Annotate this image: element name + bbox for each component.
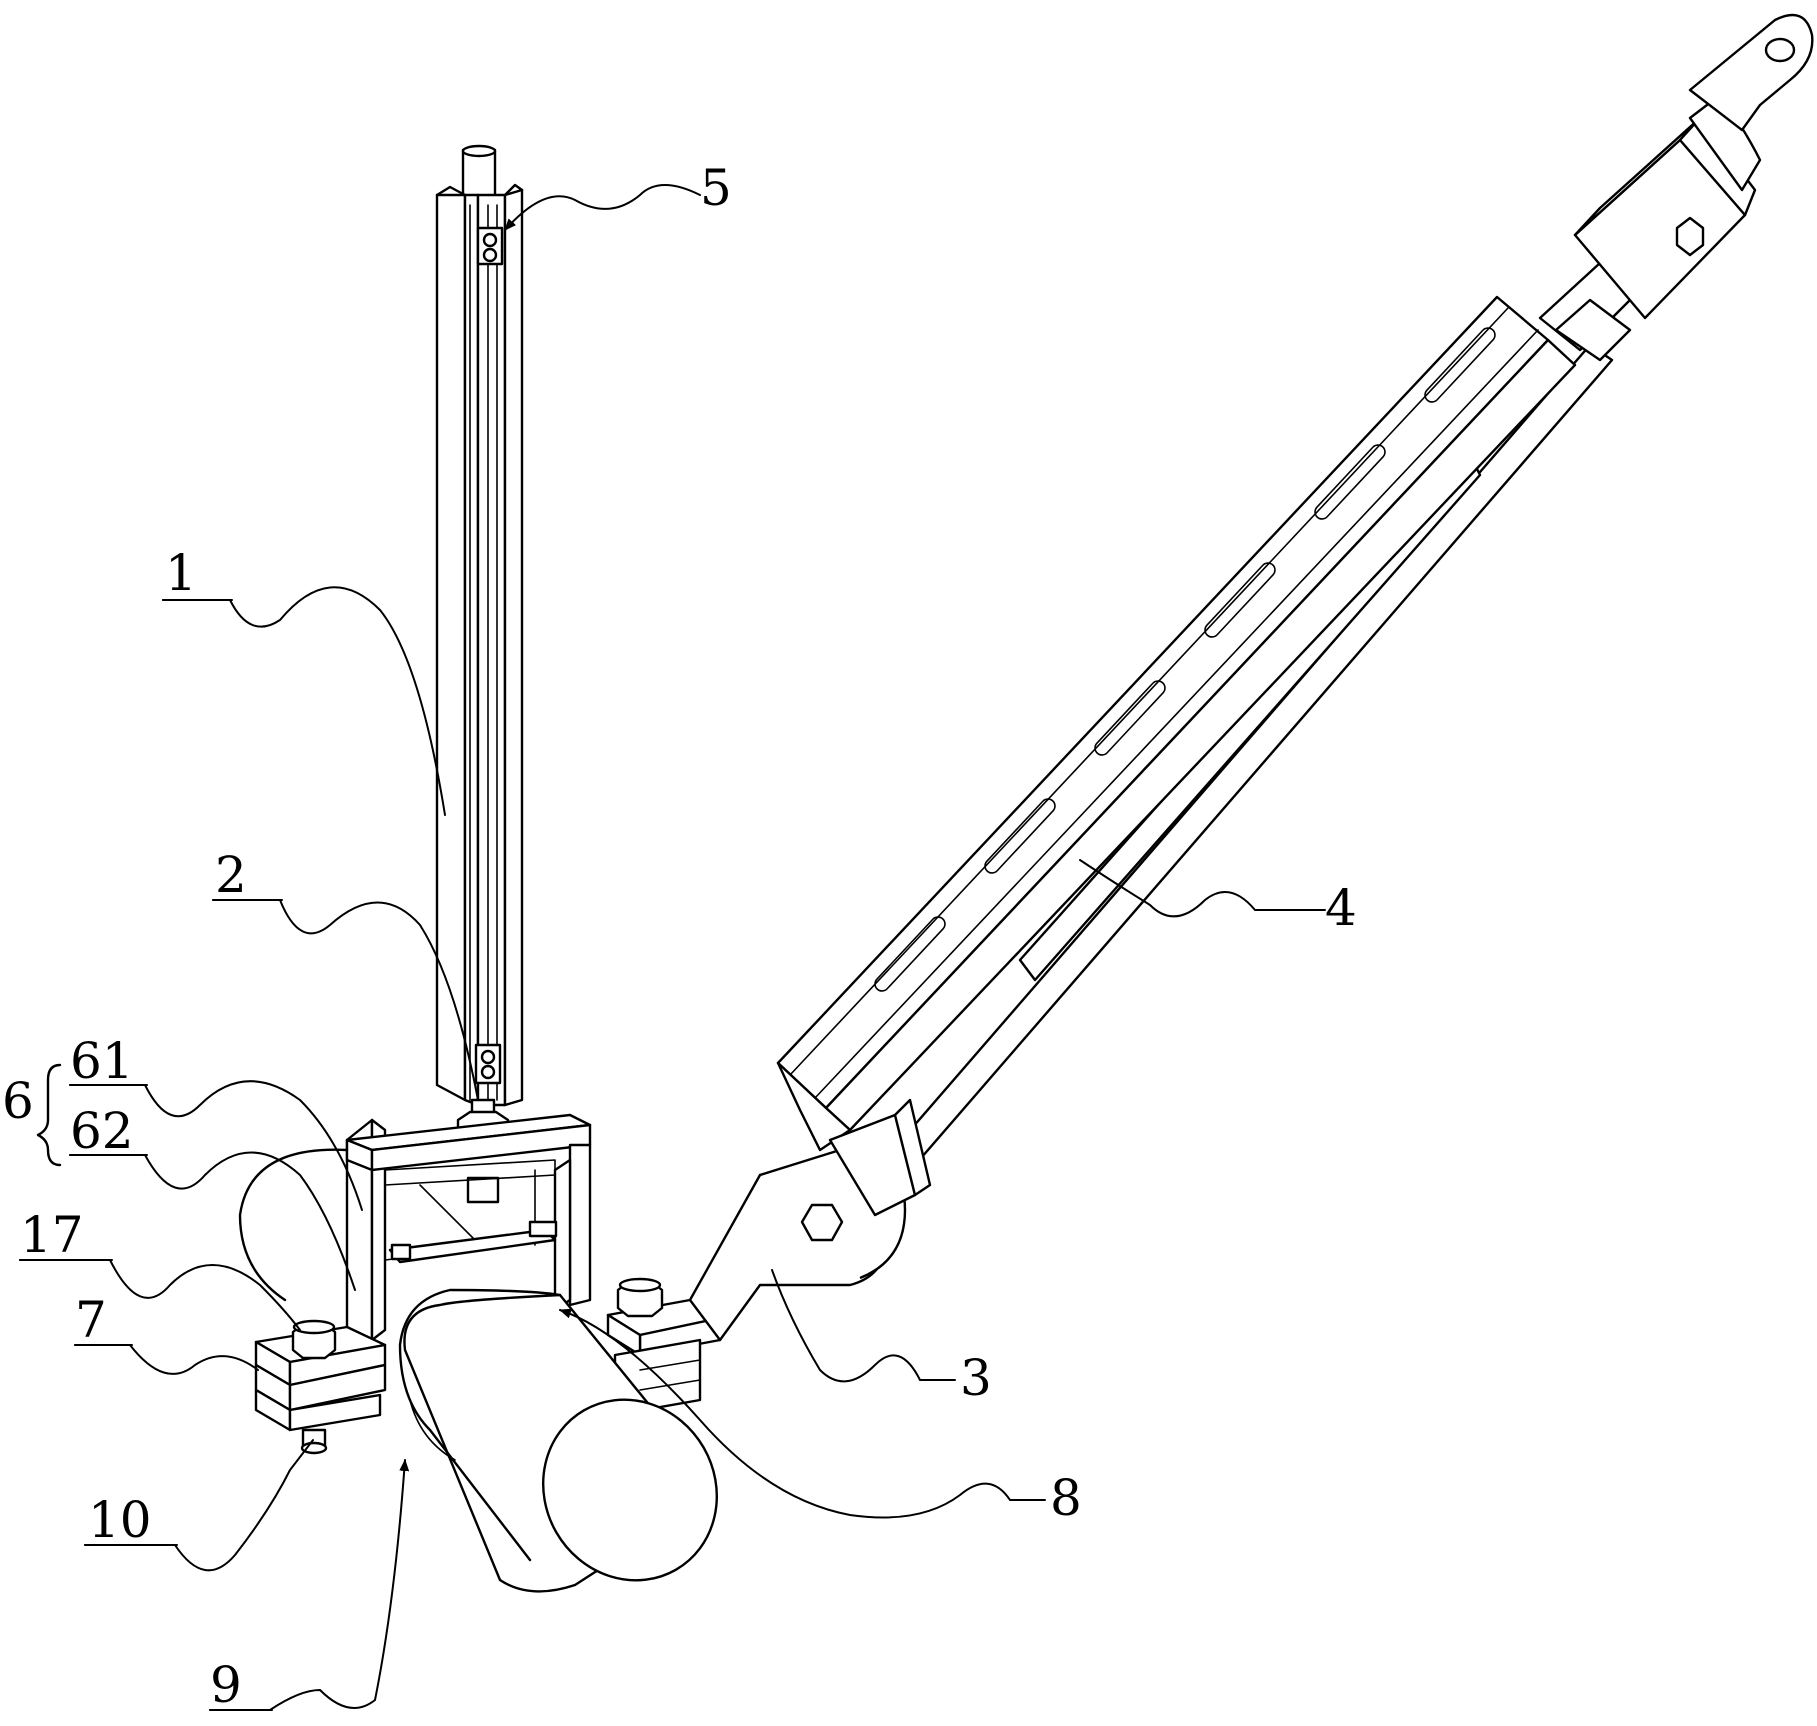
label-8: 8 [1050,1469,1082,1527]
label-6: 6 [2,1072,34,1130]
arm-end-connector [1556,15,1812,360]
label-2: 2 [215,846,247,904]
hex-nut-icon [1677,218,1703,255]
label-5: 5 [700,159,732,217]
hinged-bracket [690,1100,930,1340]
label-3: 3 [960,1349,992,1407]
label-7: 7 [75,1291,107,1349]
bracket-hex-nut-icon [802,1205,842,1240]
label-1: 1 [165,544,197,602]
vertical-guide-rail [437,146,522,1105]
label-4: 4 [1325,879,1357,937]
label-9: 9 [210,1656,242,1714]
label-62: 62 [70,1102,134,1160]
label-17: 17 [20,1206,84,1264]
label-10: 10 [88,1491,152,1549]
slotted-support-arm [778,252,1650,1165]
label-61: 61 [70,1032,134,1090]
